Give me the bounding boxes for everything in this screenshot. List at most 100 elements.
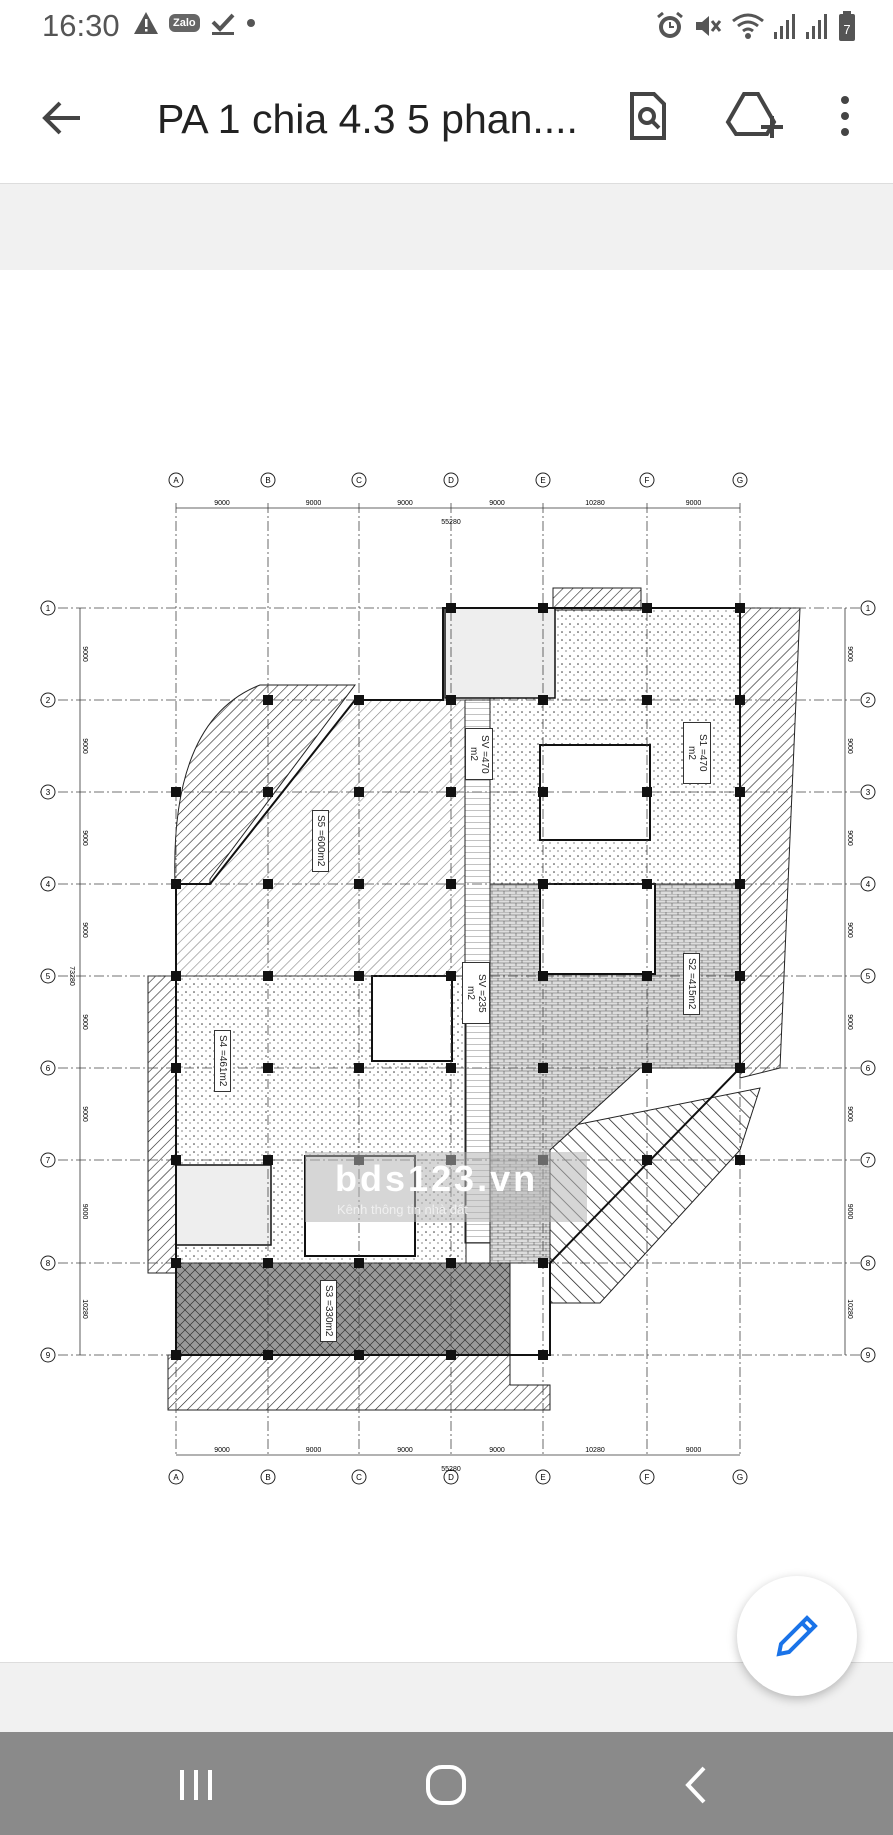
structural-column [735,971,745,981]
structural-column [354,1063,364,1073]
back-nav-icon[interactable] [666,1760,726,1810]
structural-column [642,695,652,705]
structural-column [538,787,548,797]
more-vert-icon[interactable] [815,86,875,146]
grid-letter: C [356,1473,362,1482]
grid-letter: C [356,476,362,485]
structural-column [263,1350,273,1360]
grid-letter: G [737,1473,743,1482]
grid-bubble [40,876,56,892]
grid-bubble [443,1469,459,1485]
structural-column [354,787,364,797]
structural-column [263,879,273,889]
edit-button[interactable] [737,1576,857,1696]
grid-number: 8 [866,1259,871,1268]
dim-label: 9000 [306,1447,322,1454]
grid-bubble [860,1347,876,1363]
structural-column [263,787,273,797]
app-bar: PA 1 chia 4.3 5 phan.... [0,52,893,184]
grid-bubble [860,968,876,984]
dim-label: 9000 [846,830,853,846]
area-label-s4: S4 =461m2 [214,1030,231,1092]
zalo-icon: Zalo [169,14,200,32]
dim-label: 9000 [846,1106,853,1122]
structural-column [642,971,652,981]
dot-icon [246,19,255,27]
dim-label: 9000 [397,1447,413,1454]
grid-bubble [40,1255,56,1271]
structural-column [642,787,652,797]
grid-bubble [732,472,748,488]
home-icon[interactable] [416,1760,476,1810]
grid-letter: D [448,1473,454,1482]
grid-bubble [535,472,551,488]
structural-column [171,787,181,797]
structural-column [171,1155,181,1165]
grid-bubble [860,1060,876,1076]
grid-letter: E [540,476,545,485]
structural-column [354,971,364,981]
grid-bubble [40,968,56,984]
add-to-drive-icon[interactable] [724,86,784,146]
grid-number: 5 [46,972,51,981]
area-label-sv-top: SV =470 m2 [465,728,493,780]
structural-column [171,971,181,981]
structural-column [538,1258,548,1268]
structural-column [735,787,745,797]
grid-bubble [40,1060,56,1076]
dim-label: 9000 [81,738,88,754]
restroom-north [444,607,556,699]
grid-bubble [168,1469,184,1485]
grid-bubble [860,600,876,616]
dim-label: 10280 [846,1299,853,1319]
grid-bubble [40,692,56,708]
structural-column [446,1063,456,1073]
structural-column [642,879,652,889]
grid-letter: A [173,476,179,485]
watermark: bds123.vn Kênh thông tin nhà đất [305,1152,587,1222]
status-left-icons: Zalo [133,10,256,36]
structural-column [642,603,652,613]
find-in-page-icon[interactable] [618,86,678,146]
wifi-icon [732,13,764,39]
grid-number: 6 [866,1064,871,1073]
structural-column [538,695,548,705]
dim-total-width: 55280 [441,1466,461,1473]
dim-label: 9000 [846,738,853,754]
download-done-icon [211,13,235,35]
grid-bubble [260,472,276,488]
grid-bubble [351,472,367,488]
structural-column [354,1350,364,1360]
grid-letter: A [173,1473,179,1482]
structural-column [171,879,181,889]
structural-column [446,1350,456,1360]
grid-number: 7 [46,1156,51,1165]
dim-label: 9000 [846,646,853,662]
dim-label: 9000 [686,1447,702,1454]
structural-column [446,1258,456,1268]
structural-column [354,879,364,889]
dim-label: 9000 [81,1106,88,1122]
area-label-s5: S5 =600m2 [312,810,329,872]
dim-label: 9000 [81,646,88,662]
document-title: PA 1 chia 4.3 5 phan.... [157,96,577,142]
structural-column [263,1155,273,1165]
dim-label: 9000 [81,830,88,846]
grid-bubble [732,1469,748,1485]
structural-column [538,879,548,889]
structural-column [446,787,456,797]
structural-column [642,1155,652,1165]
arrow-back-icon[interactable] [36,92,88,144]
structural-column [735,879,745,889]
recents-icon[interactable] [166,1760,226,1810]
structural-column [354,695,364,705]
structural-column [538,603,548,613]
structural-column [354,1258,364,1268]
structural-column [642,1063,652,1073]
grid-bubble [40,600,56,616]
dim-label: 9000 [81,922,88,938]
dim-label: 9000 [397,500,413,507]
